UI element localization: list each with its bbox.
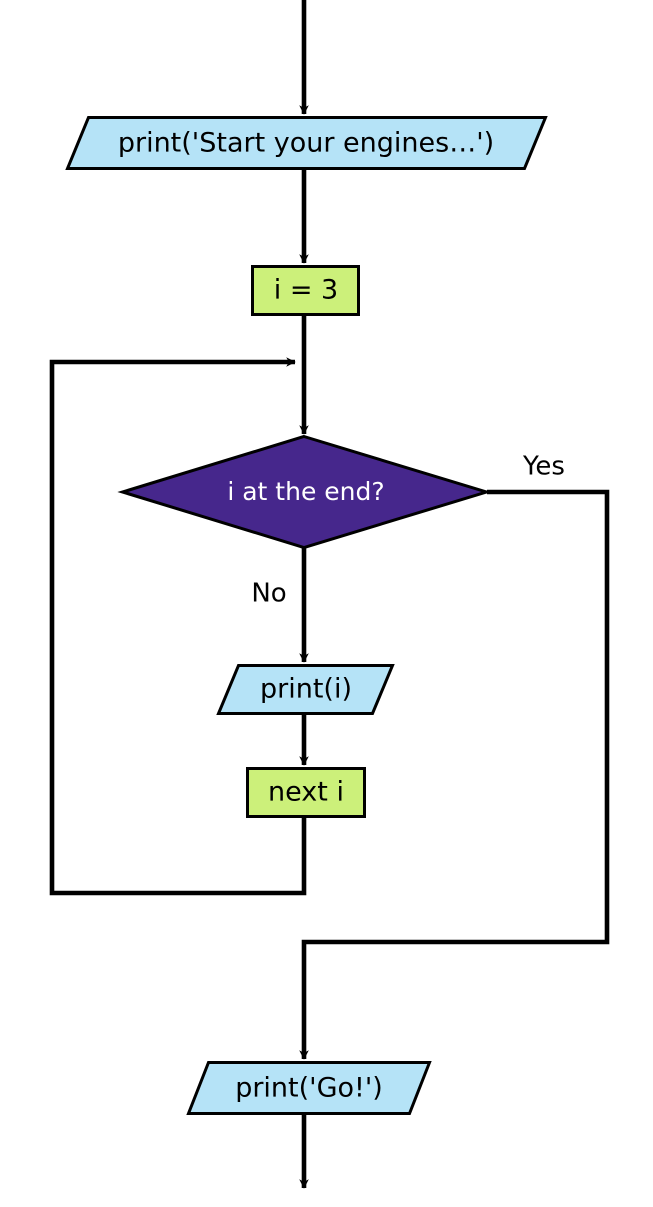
parallelogram-shape bbox=[65, 116, 548, 170]
node-check-end-label: i at the end? bbox=[227, 477, 384, 506]
node-init-i-label: i = 3 bbox=[274, 275, 338, 306]
node-print-i-label: print(i) bbox=[260, 674, 352, 705]
node-next-i[interactable]: next i bbox=[246, 767, 366, 818]
node-print-start[interactable]: print('Start your engines…') bbox=[65, 116, 548, 170]
edge-next-i-loop-back bbox=[49, 357, 307, 896]
diamond-shape bbox=[117, 434, 492, 550]
node-check-end[interactable]: i at the end? bbox=[117, 434, 492, 550]
edge-layer bbox=[49, 0, 610, 1189]
parallelogram-shape bbox=[216, 664, 395, 715]
node-next-i-label: next i bbox=[268, 777, 344, 808]
node-print-go[interactable]: print('Go!') bbox=[186, 1061, 432, 1115]
edge-label-no: No bbox=[251, 579, 286, 609]
rectangle-shape bbox=[251, 265, 360, 316]
parallelogram-shape bbox=[186, 1061, 432, 1115]
node-print-i[interactable]: print(i) bbox=[216, 664, 395, 715]
edge-decision-yes-to-print-go bbox=[299, 489, 610, 1060]
rectangle-shape bbox=[246, 767, 366, 818]
edge-label-yes: Yes bbox=[522, 452, 565, 482]
node-print-go-label: print('Go!') bbox=[235, 1073, 383, 1104]
node-print-start-label: print('Start your engines…') bbox=[118, 128, 494, 159]
node-init-i[interactable]: i = 3 bbox=[251, 265, 360, 316]
